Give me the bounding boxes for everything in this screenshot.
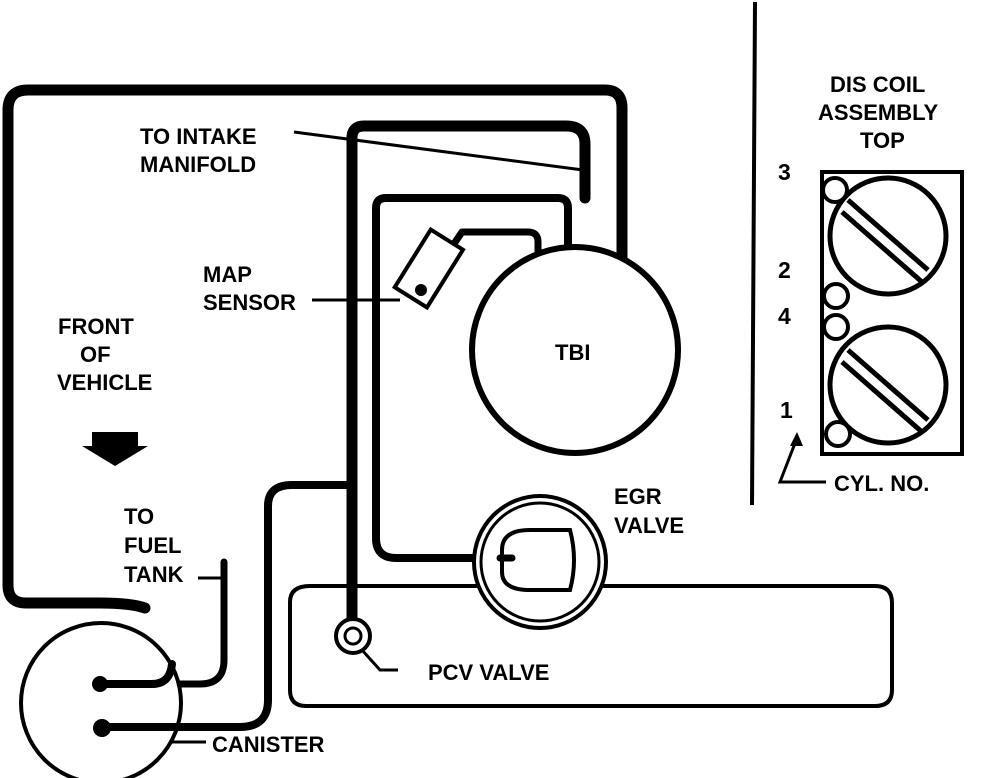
cyl-number-1: 1 <box>780 397 793 423</box>
fuel-label-line3: TANK <box>124 562 184 587</box>
cyl-number-2: 2 <box>778 257 791 283</box>
egr-diaphragm <box>500 528 576 592</box>
cyl-no-label: CYL. NO. <box>834 471 929 496</box>
canister-port-lower <box>93 719 111 737</box>
tbi-body <box>469 244 681 456</box>
divider-line <box>750 1 757 506</box>
fuel-label-line2: FUEL <box>124 533 181 558</box>
egr-valve-inner <box>479 501 601 623</box>
egr-label-line2: VALVE <box>614 513 684 538</box>
intake-manifold-hose <box>346 120 591 634</box>
coil-terminal-2 <box>822 282 850 310</box>
cyl-number-4: 4 <box>778 303 791 329</box>
dis-title-line3: TOP <box>860 128 905 153</box>
map-sensor-hose <box>418 228 542 295</box>
pcv-valve-port <box>343 626 363 646</box>
canister-port-upper <box>92 676 108 692</box>
pcv-leader-line <box>360 648 398 672</box>
cyl-no-leader-line <box>777 437 826 484</box>
tbi-label: TBI <box>555 340 590 365</box>
intake-label-line2: MANIFOLD <box>140 152 256 177</box>
pcv-label: PCV VALVE <box>428 660 549 685</box>
fuel-tank-hose <box>96 558 228 688</box>
coil-upper <box>827 175 949 297</box>
canister-port-upper-hose <box>96 660 176 688</box>
coil-terminal-4 <box>822 313 850 341</box>
egr-vacuum-hose <box>372 194 572 562</box>
dis-title-line1: DIS COIL <box>830 72 925 97</box>
map-label-line2: SENSOR <box>203 290 296 315</box>
front-label-line2: OF <box>80 342 111 367</box>
canister-vacuum-hose <box>96 481 356 731</box>
map-label-line1: MAP <box>203 262 252 287</box>
canister-purge-hose <box>2 84 628 614</box>
engine-outline <box>288 584 894 708</box>
intake-label-line1: TO INTAKE <box>140 124 257 149</box>
front-label-line1: FRONT <box>58 314 134 339</box>
front-label-line3: VEHICLE <box>57 370 152 395</box>
map-sensor-port <box>415 284 427 296</box>
cyl-number-3: 3 <box>778 159 791 185</box>
coil-terminal-3 <box>821 176 849 204</box>
canister-label: CANISTER <box>212 732 325 757</box>
intake-leader-line <box>293 130 584 172</box>
fuel-label-line1: TO <box>124 504 154 529</box>
map-sensor <box>391 226 466 311</box>
dis-title-line2: ASSEMBLY <box>818 100 939 125</box>
cyl-no-arrowhead-icon <box>790 432 803 446</box>
egr-label-line1: EGR <box>614 484 662 509</box>
coil-lower <box>827 324 949 446</box>
canister-body <box>19 621 183 778</box>
front-arrow-icon <box>82 432 148 466</box>
coil-terminal-1 <box>824 420 852 448</box>
